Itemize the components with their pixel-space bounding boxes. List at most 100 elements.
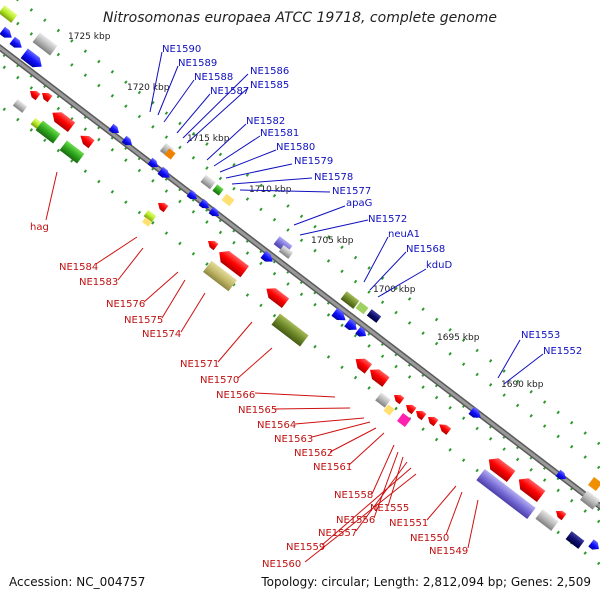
gene-label: NE1571	[180, 359, 219, 370]
forward-gene-feature	[468, 406, 481, 418]
reverse-gene-feature	[375, 392, 391, 408]
gene-label: NE1563	[274, 434, 313, 445]
forward-gene-feature	[331, 307, 346, 321]
gene-label: NE1558	[334, 490, 373, 501]
reverse-gene-feature	[556, 510, 567, 521]
tick-label: 1710 kbp	[249, 185, 292, 195]
forward-gene-feature	[32, 32, 58, 56]
gene-label: NE1582	[246, 116, 285, 127]
forward-gene-feature	[340, 291, 360, 309]
upper-gene-labels: NE1590 NE1589 NE1588 NE1587 NE1586 NE158…	[162, 44, 582, 357]
gene-label: NE1580	[276, 142, 315, 153]
forward-gene-feature	[587, 476, 600, 492]
gene-label: NE1561	[313, 462, 352, 473]
gene-features	[0, 5, 600, 550]
gene-label: NE1555	[370, 503, 409, 514]
reverse-gene-feature	[266, 288, 290, 309]
forward-gene-feature	[355, 301, 369, 315]
reverse-gene-feature	[80, 135, 95, 149]
gene-label: NE1560	[262, 559, 301, 570]
gene-label: NE1553	[521, 330, 560, 341]
gene-label: NE1574	[142, 329, 181, 340]
gene-label: NE1551	[389, 518, 428, 529]
reverse-gene-feature	[208, 240, 219, 251]
gene-label: hag	[30, 222, 49, 233]
forward-gene-feature	[186, 189, 197, 200]
forward-gene-feature	[157, 166, 170, 178]
genome-backbone	[0, 44, 600, 510]
forward-gene-feature	[580, 490, 600, 510]
forward-gene-feature	[198, 198, 209, 209]
tick-label: 1725 kbp	[68, 32, 111, 42]
reverse-gene-feature	[35, 120, 61, 144]
gene-label: NE1584	[59, 262, 98, 273]
reverse-gene-feature	[383, 404, 395, 416]
reverse-gene-feature	[203, 260, 237, 292]
reverse-gene-feature	[158, 202, 169, 213]
reverse-gene-feature	[42, 92, 53, 103]
tick-label: 1705 kbp	[311, 236, 354, 246]
reverse-gene-feature	[271, 313, 309, 347]
genome-summary-text: Topology: circular; Length: 2,812,094 bp…	[260, 575, 591, 589]
reverse-gene-feature	[535, 509, 559, 531]
lower-leader-lines	[45, 171, 479, 563]
reverse-gene-feature	[59, 140, 85, 164]
reverse-gene-feature	[30, 90, 41, 101]
forward-gene-feature	[9, 36, 22, 48]
gene-label: NE1583	[79, 277, 118, 288]
forward-gene-feature	[108, 123, 119, 134]
gene-label: NE1577	[332, 186, 371, 197]
reverse-gene-feature	[428, 416, 439, 427]
forward-gene-feature	[121, 135, 132, 146]
gene-label: NE1568	[406, 244, 445, 255]
reverse-gene-feature	[396, 412, 412, 428]
forward-gene-feature	[200, 174, 216, 190]
gene-label: NE1578	[314, 172, 353, 183]
gene-label: NE1556	[336, 515, 375, 526]
accession-text: Accession: NC_004757	[9, 575, 145, 589]
gene-label: NE1581	[260, 128, 299, 139]
reverse-gene-feature	[394, 394, 405, 405]
reverse-gene-feature	[370, 369, 390, 387]
map-title: Nitrosomonas europaea ATCC 19718, comple…	[103, 10, 497, 26]
reverse-gene-feature	[416, 410, 427, 421]
forward-gene-feature	[164, 148, 176, 160]
gene-label: NE1572	[368, 214, 407, 225]
forward-gene-feature	[0, 26, 12, 38]
forward-gene-feature	[278, 245, 294, 259]
forward-gene-feature	[555, 469, 566, 480]
upper-leader-lines	[149, 51, 544, 385]
reverse-gene-feature	[219, 250, 249, 278]
gene-label: NE1589	[178, 58, 217, 69]
reverse-gene-feature	[439, 424, 452, 435]
reverse-gene-feature	[476, 469, 536, 519]
forward-gene-feature	[221, 193, 235, 207]
forward-gene-feature	[588, 539, 599, 550]
reverse-gene-feature	[52, 112, 76, 133]
reverse-gene-feature	[143, 209, 157, 223]
forward-gene-feature	[208, 206, 219, 217]
gene-label: NE1550	[410, 533, 449, 544]
gene-label: NE1565	[238, 405, 277, 416]
forward-gene-feature	[212, 184, 224, 196]
forward-gene-feature	[20, 48, 42, 68]
gene-label: NE1566	[216, 390, 255, 401]
gene-label: kduD	[426, 260, 452, 271]
tick-label: 1695 kbp	[437, 333, 480, 343]
forward-gene-feature	[366, 309, 382, 323]
gene-label: neuA1	[388, 229, 420, 240]
forward-gene-feature	[355, 326, 366, 337]
gene-label: NE1590	[162, 44, 201, 55]
forward-gene-feature	[344, 318, 357, 330]
tick-label: 1715 kbp	[187, 134, 230, 144]
gene-label: NE1579	[294, 156, 333, 167]
reverse-gene-feature	[12, 99, 28, 113]
reverse-gene-feature	[488, 458, 516, 483]
tick-label: 1720 kbp	[127, 83, 170, 93]
lower-gene-labels: hag NE1584 NE1583 NE1576 NE1575 NE1574 N…	[30, 222, 468, 570]
forward-gene-feature	[260, 250, 273, 262]
gene-label: NE1549	[429, 546, 468, 557]
gene-label: NE1562	[294, 448, 333, 459]
gene-label: NE1552	[543, 346, 582, 357]
